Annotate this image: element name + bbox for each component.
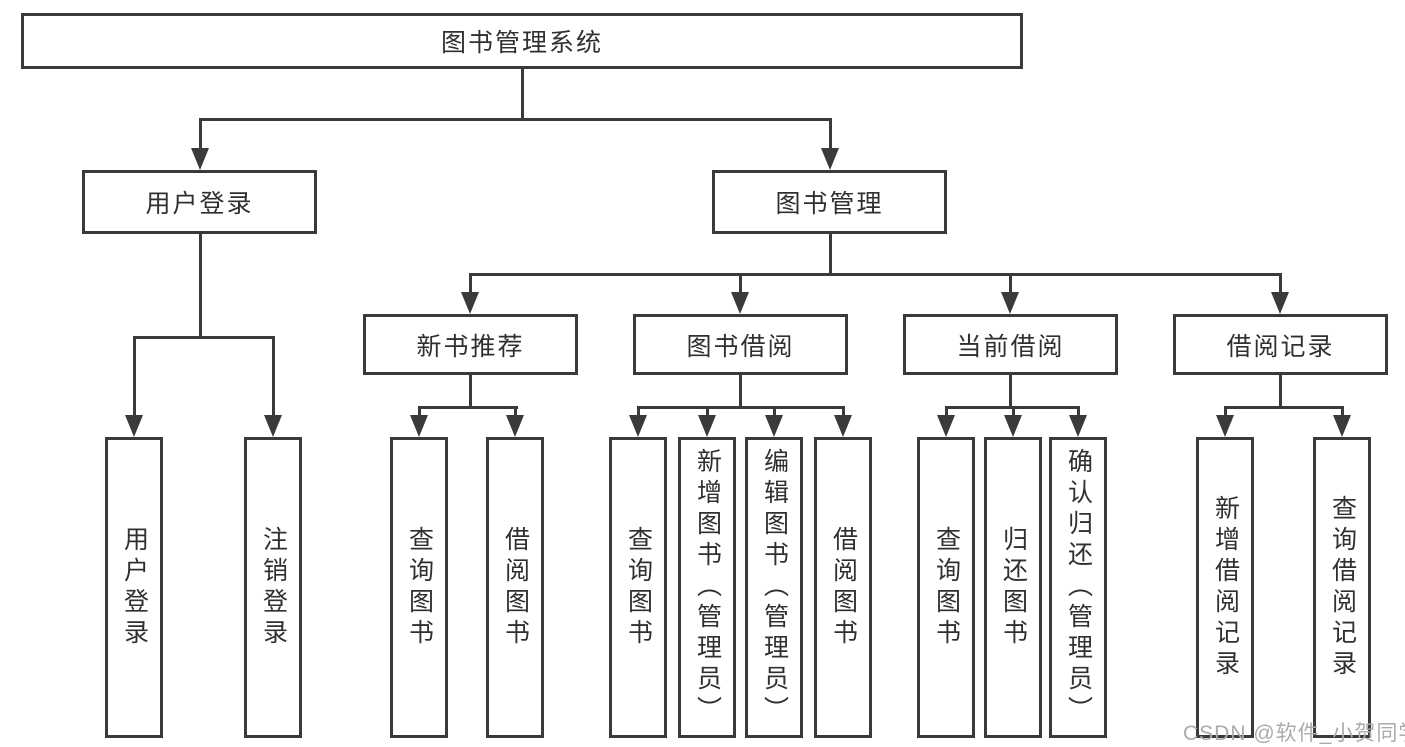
arrow-down-icon	[125, 415, 143, 437]
node-user-login: 用户登录	[82, 170, 317, 234]
leaf-logout: 注销登录	[244, 437, 302, 738]
node-label: 图书管理	[775, 190, 884, 218]
arrow-down-icon	[1004, 415, 1022, 437]
connector-line	[1076, 406, 1080, 416]
connector-line	[1008, 374, 1012, 407]
connector-line	[468, 273, 1282, 276]
connector-line	[513, 406, 517, 416]
arrow-down-icon	[937, 415, 955, 437]
node-label: 用户登录	[120, 525, 149, 650]
node-label: 图书管理系统	[440, 29, 603, 57]
node-library-system: 图书管理系统	[21, 13, 1023, 69]
connector-line	[1223, 406, 1227, 416]
connector-line	[1008, 273, 1012, 294]
node-new-book-recommend: 新书推荐	[363, 314, 578, 375]
node-label: 注销登录	[259, 525, 288, 650]
arrow-down-icon	[765, 415, 783, 437]
leaf-borrow-books-recommend: 借阅图书	[486, 437, 544, 738]
arrow-down-icon	[264, 415, 282, 437]
node-label: 编辑图书（管理员）	[760, 448, 789, 727]
connector-line	[132, 336, 275, 339]
node-label: 新书推荐	[416, 332, 525, 361]
leaf-query-books-current: 查询图书	[917, 437, 975, 738]
arrow-down-icon	[629, 415, 647, 437]
arrow-down-icon	[506, 415, 524, 437]
connector-line	[520, 67, 524, 118]
node-label: 借阅记录	[1226, 332, 1335, 361]
node-label: 查询借阅记录	[1328, 494, 1357, 681]
node-label: 借阅图书	[501, 525, 530, 650]
connector-line	[772, 406, 776, 416]
node-label: 查询图书	[932, 525, 961, 650]
arrow-down-icon	[191, 148, 209, 170]
connector-line	[417, 406, 518, 409]
connector-line	[198, 233, 202, 337]
connector-line	[738, 374, 742, 407]
node-book-borrow: 图书借阅	[633, 314, 848, 375]
connector-line	[828, 118, 832, 149]
node-label: 图书借阅	[686, 332, 795, 361]
connector-line	[841, 406, 845, 416]
connector-line	[468, 273, 472, 294]
connector-line	[738, 273, 742, 294]
connector-line	[944, 406, 948, 416]
connector-line	[636, 406, 845, 409]
leaf-query-books-borrow: 查询图书	[609, 437, 667, 738]
connector-line	[828, 233, 832, 274]
connector-line	[1278, 273, 1282, 294]
arrow-down-icon	[410, 415, 428, 437]
leaf-return-book: 归还图书	[984, 437, 1042, 738]
node-label: 查询图书	[405, 525, 434, 650]
connector-line	[198, 118, 832, 121]
leaf-add-borrow-record: 新增借阅记录	[1196, 437, 1254, 738]
arrow-down-icon	[698, 415, 716, 437]
node-label: 当前借阅	[956, 332, 1065, 361]
arrow-down-icon	[1271, 292, 1289, 314]
node-label: 新增借阅记录	[1211, 494, 1240, 681]
node-label: 新增图书（管理员）	[693, 448, 722, 727]
node-label: 归还图书	[999, 525, 1028, 650]
csdn-watermark: CSDN @软件_小贺同学	[1183, 722, 1405, 745]
arrow-down-icon	[461, 292, 479, 314]
arrow-down-icon	[821, 148, 839, 170]
node-borrow-records: 借阅记录	[1173, 314, 1388, 375]
node-label: 借阅图书	[829, 525, 858, 650]
connector-line	[636, 406, 640, 416]
connector-line	[198, 118, 202, 149]
connector-line	[1223, 406, 1344, 409]
leaf-query-books-recommend: 查询图书	[390, 437, 448, 738]
connector-line	[1011, 406, 1015, 416]
node-current-borrow: 当前借阅	[903, 314, 1118, 375]
node-label: 确认归还（管理员）	[1064, 448, 1093, 727]
connector-line	[1340, 406, 1344, 416]
leaf-edit-book-admin: 编辑图书（管理员）	[745, 437, 803, 738]
arrow-down-icon	[834, 415, 852, 437]
arrow-down-icon	[1216, 415, 1234, 437]
connector-line	[271, 336, 275, 416]
connector-line	[1278, 374, 1282, 407]
connector-line	[417, 406, 421, 416]
arrow-down-icon	[1001, 292, 1019, 314]
leaf-query-borrow-record: 查询借阅记录	[1313, 437, 1371, 738]
node-label: 查询图书	[624, 525, 653, 650]
connector-line	[705, 406, 709, 416]
connector-line	[132, 336, 136, 416]
arrow-down-icon	[731, 292, 749, 314]
arrow-down-icon	[1333, 415, 1351, 437]
arrow-down-icon	[1069, 415, 1087, 437]
node-book-management: 图书管理	[712, 170, 947, 234]
leaf-user-login: 用户登录	[105, 437, 163, 738]
leaf-borrow-books: 借阅图书	[814, 437, 872, 738]
leaf-confirm-return-admin: 确认归还（管理员）	[1049, 437, 1107, 738]
connector-line	[468, 374, 472, 407]
leaf-add-book-admin: 新增图书（管理员）	[678, 437, 736, 738]
node-label: 用户登录	[145, 190, 254, 218]
